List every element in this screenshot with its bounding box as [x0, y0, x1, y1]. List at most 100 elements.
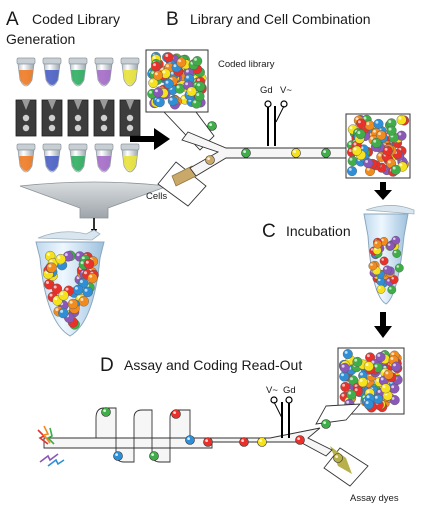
microtube-icon [94, 143, 114, 173]
droplet-icon [392, 249, 402, 258]
electrode-b-ground-label: Gd [260, 85, 273, 96]
arrow-c-to-d [374, 312, 392, 338]
panel-b-letter: B [166, 9, 179, 30]
droplet-icon [396, 114, 407, 125]
microtube-icon [42, 143, 62, 173]
droplet-icon [67, 298, 79, 310]
incubation-tube [363, 205, 415, 305]
droplet-icon [195, 81, 206, 92]
droplet-icon [101, 407, 111, 417]
droplet-icon [339, 362, 350, 373]
panel-c-letter: C [262, 221, 276, 242]
droplet-icon [379, 256, 389, 266]
microtube-icon [42, 57, 62, 87]
electrode-b-voltage-label: V~ [280, 85, 292, 96]
microtube-icon [120, 57, 140, 87]
droplet-icon [375, 352, 386, 363]
coded-library-label: Coded library [218, 59, 275, 70]
droplet-icon [383, 369, 394, 380]
droplet-icon [376, 284, 386, 294]
droplet-icon [87, 272, 98, 284]
droplet-icon [391, 235, 401, 245]
droplet-icon [363, 361, 374, 372]
droplet-icon [355, 129, 366, 140]
clamp-icon [93, 99, 115, 137]
droplet-icon [364, 120, 375, 131]
droplet-icon [163, 78, 174, 89]
droplet-icon [342, 349, 353, 360]
droplet-icon [207, 121, 217, 131]
droplet-icon [203, 437, 213, 447]
droplet-icon [346, 389, 357, 400]
clamp-icon [119, 99, 141, 137]
clamp-icon [67, 99, 89, 137]
microtube-icon [16, 57, 36, 87]
droplet-icon [340, 381, 351, 392]
electrode-d-ground-label: Gd [283, 385, 296, 396]
library-inlet-box [145, 49, 215, 151]
droplet-icon [389, 383, 400, 394]
microtube-icon [68, 143, 88, 173]
clamp-icon [15, 99, 37, 137]
droplet-icon [394, 263, 404, 273]
panel-a-letter: A [6, 9, 19, 30]
droplet-icon [357, 377, 368, 388]
laser-icon [37, 425, 65, 467]
cells-inlet [157, 161, 207, 207]
droplet-icon [391, 361, 402, 372]
droplet-icon [291, 148, 301, 158]
panel-c-title: Incubation [286, 223, 351, 239]
microtube-icon [94, 57, 114, 87]
droplet-icon [371, 137, 382, 148]
pooled-library-tube [35, 229, 105, 337]
droplet-icon [382, 145, 393, 156]
droplet-icon [163, 52, 174, 63]
droplet-icon [186, 86, 197, 97]
droplet-icon [176, 57, 187, 68]
channel-b [181, 131, 349, 177]
arrow-b-to-c [374, 182, 392, 200]
droplet-icon [72, 284, 84, 296]
droplet-icon [351, 145, 362, 156]
droplet-icon [241, 148, 251, 158]
funnel-icon [19, 181, 169, 219]
clamp-icon [41, 99, 63, 137]
panel-b-title: Library and Cell Combination [190, 11, 371, 27]
bottom-tube-row [16, 143, 140, 173]
droplet-icon [82, 286, 94, 298]
droplet-icon [352, 356, 363, 367]
panel-d-letter: D [100, 355, 114, 376]
panel-d-title: Assay and Coding Read-Out [124, 357, 303, 373]
microtube-icon [120, 143, 140, 173]
droplet-icon [78, 296, 89, 307]
droplet-icon [373, 118, 384, 129]
droplet-icon [171, 409, 181, 419]
microtube-icon [68, 57, 88, 87]
cells-label: Cells [146, 191, 168, 202]
droplet-icon [380, 383, 391, 394]
droplet-icon [46, 262, 57, 273]
droplet-icon [113, 451, 123, 461]
droplet-icon [368, 261, 378, 271]
droplet-icon [339, 371, 350, 382]
droplet-icon [83, 258, 95, 270]
droplet-icon [387, 285, 397, 295]
droplet-icon [58, 290, 69, 301]
droplet-icon [257, 437, 267, 447]
assay-dyes-label: Assay dyes [350, 493, 399, 504]
panel-a-title-line1: Coded Library [32, 11, 120, 27]
droplet-icon [390, 164, 401, 175]
droplet-icon [239, 437, 249, 447]
droplet-icon [205, 155, 215, 165]
droplet-icon [151, 61, 162, 72]
droplet-icon [55, 254, 66, 265]
droplet-icon [321, 148, 331, 158]
droplet-icon [153, 87, 164, 98]
top-tube-row [16, 57, 140, 87]
electrode-d-voltage-label: V~ [266, 385, 278, 396]
droplet-icon [333, 453, 343, 463]
droplet-icon [192, 56, 203, 67]
droplet-icon [58, 307, 69, 319]
droplet-icon [167, 95, 178, 106]
